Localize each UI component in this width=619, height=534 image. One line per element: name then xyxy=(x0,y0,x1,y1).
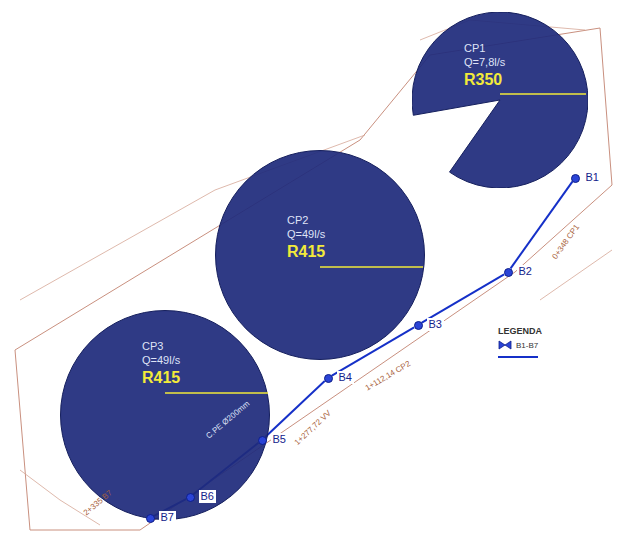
station-label: B3 xyxy=(427,318,444,331)
catchment-label: CP2 xyxy=(287,214,308,227)
station-point: B2 xyxy=(504,268,513,277)
pipeline-sample xyxy=(498,356,538,358)
legend-row xyxy=(498,354,542,360)
chainage-label: 1+277,72 VV xyxy=(293,409,333,448)
station-label: B7 xyxy=(159,511,176,524)
station-label: B6 xyxy=(199,490,216,503)
coverage-area xyxy=(412,12,588,188)
station-label: B5 xyxy=(271,433,288,446)
pipeline-segment xyxy=(511,182,573,269)
catchment-label: CP3 xyxy=(142,340,163,353)
station-point: B1 xyxy=(571,174,580,183)
legend: LEGENDA B1-B7 xyxy=(498,326,542,360)
catchment-label: CP1 xyxy=(464,42,485,55)
coverage-area xyxy=(61,311,270,520)
station-point: B5 xyxy=(258,436,267,445)
pipeline-segment xyxy=(422,274,504,322)
station-label: B4 xyxy=(337,371,354,384)
circle-outline xyxy=(412,12,588,188)
catchment-label: Q=49l/s xyxy=(142,354,180,367)
station-point: B7 xyxy=(146,514,155,523)
radius-line xyxy=(165,392,268,394)
radius-line xyxy=(320,266,423,268)
parcel-line xyxy=(540,250,612,300)
coverage-circle: CP2Q=49l/sR415 xyxy=(215,150,425,360)
radius-line xyxy=(500,93,586,95)
coverage-area xyxy=(216,151,425,360)
legend-title: LEGENDA xyxy=(498,326,542,336)
catchment-label: Q=49l/s xyxy=(287,228,325,241)
legend-symbol xyxy=(498,340,512,350)
legend-row: B1-B7 xyxy=(498,340,542,350)
chainage-label: 0+348 CP1 xyxy=(550,223,581,261)
radius-label: R415 xyxy=(142,369,180,387)
station-point: B6 xyxy=(186,493,195,502)
legend-text: B1-B7 xyxy=(516,341,538,350)
catchment-label: Q=7,8l/s xyxy=(464,56,505,69)
legend-line-sample xyxy=(498,354,538,360)
radius-label: R350 xyxy=(464,71,502,89)
chainage-label: 1+112,14 CP2 xyxy=(364,359,413,393)
station-label: B2 xyxy=(517,265,534,278)
station-point: B3 xyxy=(414,321,423,330)
station-label: B1 xyxy=(584,171,601,184)
bowtie-symbol xyxy=(499,341,511,349)
radius-label: R415 xyxy=(287,243,325,261)
coverage-circle: CP1Q=7,8l/sR350 xyxy=(412,12,588,188)
station-point: B4 xyxy=(324,374,333,383)
